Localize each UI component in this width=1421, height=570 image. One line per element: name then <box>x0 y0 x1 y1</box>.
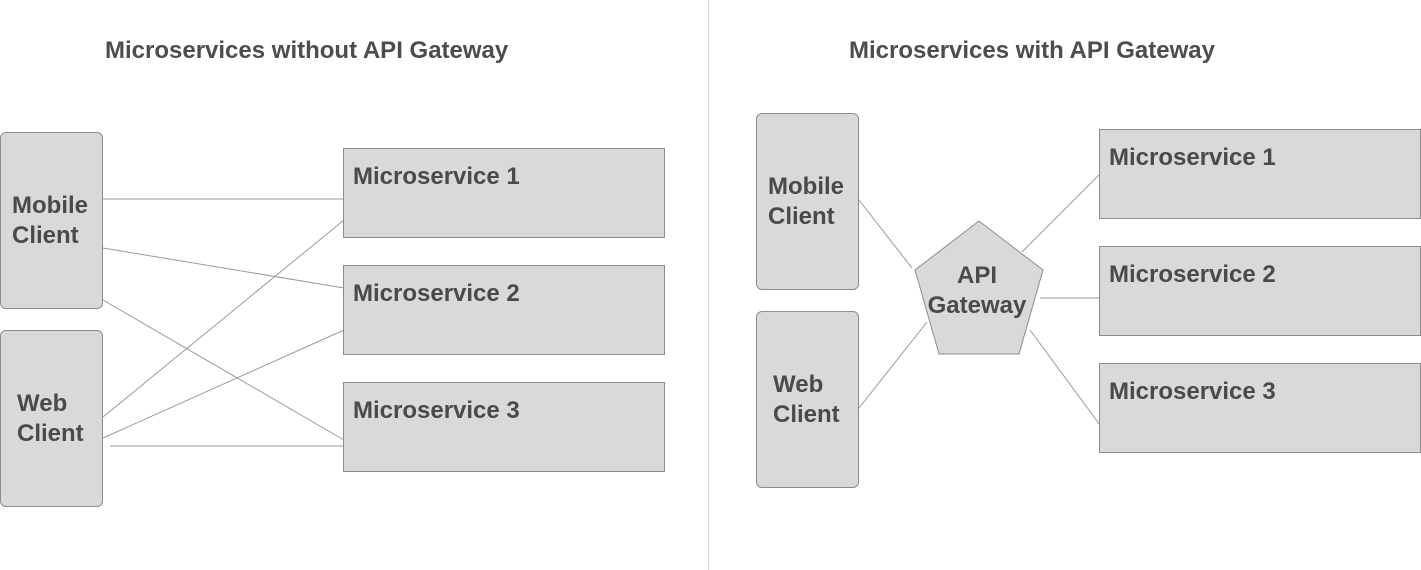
right-microservice-1-label: Microservice 1 <box>1109 144 1276 171</box>
left-microservice-3-box: Microservice 3 <box>343 382 665 472</box>
connector-web-gateway <box>858 321 928 409</box>
left-microservice-3-label: Microservice 3 <box>353 397 520 424</box>
api-gateway-shape <box>914 220 1044 355</box>
left-mobile-client-label: Mobile Client <box>12 191 88 249</box>
right-microservice-3-box: Microservice 3 <box>1099 363 1421 453</box>
left-mobile-client-box: Mobile Client <box>0 132 103 309</box>
right-web-client-box: Web Client <box>756 311 859 488</box>
connector-gateway-ms1 <box>1021 173 1101 253</box>
api-gateway-label: API Gateway <box>927 262 1027 319</box>
left-microservice-2-box: Microservice 2 <box>343 265 665 355</box>
right-microservice-1-box: Microservice 1 <box>1099 129 1421 219</box>
right-panel-title: Microservices with API Gateway <box>849 37 1215 64</box>
right-mobile-client-box: Mobile Client <box>756 113 859 290</box>
left-web-client-label: Web Client <box>17 389 84 447</box>
connector-web-ms2 <box>102 329 345 439</box>
left-microservice-2-label: Microservice 2 <box>353 280 520 307</box>
connector-web-ms1 <box>102 219 345 418</box>
right-microservice-2-box: Microservice 2 <box>1099 246 1421 336</box>
connector-mobile-ms2 <box>102 247 345 289</box>
left-web-client-box: Web Client <box>0 330 103 507</box>
right-mobile-client-label: Mobile Client <box>768 172 844 230</box>
right-microservice-2-label: Microservice 2 <box>1109 261 1276 288</box>
left-microservice-1-label: Microservice 1 <box>353 163 520 190</box>
panel-divider <box>708 0 709 570</box>
right-microservice-3-label: Microservice 3 <box>1109 378 1276 405</box>
left-microservice-1-box: Microservice 1 <box>343 148 665 238</box>
connector-mobile-gateway <box>858 199 913 269</box>
left-panel-title: Microservices without API Gateway <box>105 37 509 64</box>
connector-mobile-ms3 <box>102 299 345 441</box>
right-web-client-label: Web Client <box>773 370 840 428</box>
connector-gateway-ms3 <box>1029 329 1101 426</box>
